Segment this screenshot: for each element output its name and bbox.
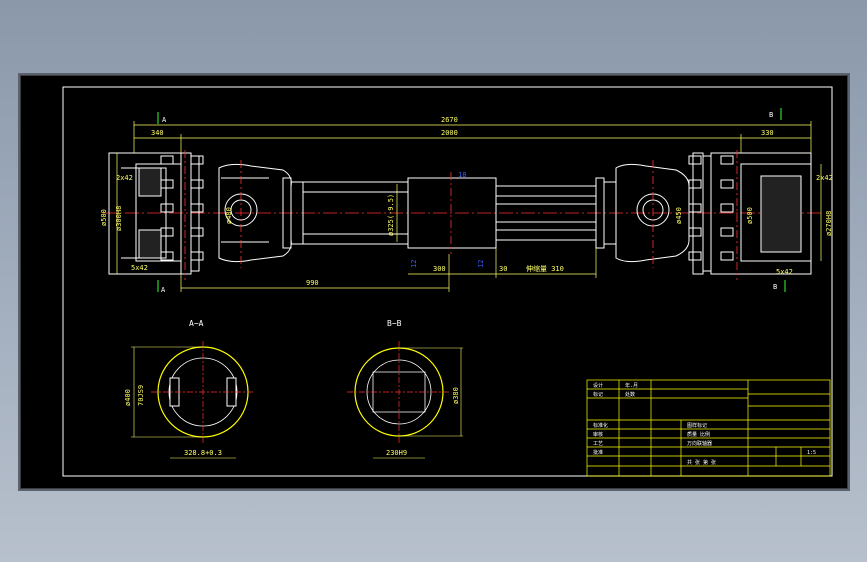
section-aa-width: 328.8+0.3 (184, 449, 222, 457)
centerlines (184, 150, 738, 280)
dim-left-flange: 340 (151, 129, 164, 137)
cad-drawing: A A B B 2670 340 2000 330 990 300 30 伸缩量… (62, 86, 833, 477)
section-marks (157, 108, 786, 292)
dim-right-bore: ø270H8 (825, 211, 833, 236)
section-aa-dia: ø400 (124, 389, 132, 406)
dim-right-chamfer-bot: 5x42 (776, 268, 793, 276)
dim-middle: 2000 (441, 129, 458, 137)
section-bb-title: B−B (387, 319, 402, 328)
tb-approve: 批准 (593, 449, 603, 456)
section-bb-width: 230H9 (386, 449, 407, 457)
tb-scale: 1:5 (807, 450, 816, 456)
dim-left-d1: ø480 (225, 207, 233, 224)
dim-right-d1: ø450 (675, 207, 683, 224)
tb-drawing-mark: 图样标记 (687, 422, 707, 429)
section-b-bottom: B (773, 283, 777, 291)
dim-tube-len: 300 (433, 265, 446, 273)
dim-left-bore: ø300H8 (115, 206, 123, 231)
blue-note-2: 12 (410, 260, 418, 268)
dim-gap: 30 (499, 265, 507, 273)
dimension-lines (116, 121, 822, 292)
blue-note-3: 12 (477, 260, 485, 268)
left-bolts (160, 155, 204, 261)
dim-stroke: 伸缩量 310 (526, 264, 564, 273)
blue-note-1: 18 (458, 171, 466, 179)
title-block (586, 379, 831, 477)
drawing-sheet: A A B B 2670 340 2000 330 990 300 30 伸缩量… (20, 75, 848, 489)
tb-date: 年.月 (625, 382, 638, 389)
dim-left-chamfer-bot: 5x42 (131, 264, 148, 272)
tb-count: 处数 (625, 391, 635, 398)
dim-right-od: ø500 (746, 207, 754, 224)
dim-overall: 2670 (441, 116, 458, 124)
section-a-top: A (162, 116, 167, 124)
tb-review: 审核 (593, 431, 603, 438)
shaft-assembly (103, 152, 821, 275)
tb-part-name: 万向联轴器 (687, 440, 712, 447)
section-bb (347, 341, 463, 459)
dim-right-chamfer-top: 2x42 (816, 174, 833, 182)
section-aa-title: A−A (189, 319, 204, 328)
section-aa (131, 341, 255, 459)
tb-process: 工艺 (593, 441, 603, 447)
tb-sheets: 共 张 第 张 (687, 459, 716, 466)
tb-design: 设计 (593, 382, 603, 389)
section-bb-dia: ø380 (452, 387, 460, 404)
tb-standard: 标准化 (593, 422, 608, 429)
section-a-bottom: A (161, 286, 166, 294)
dim-right-flange: 330 (761, 129, 774, 137)
section-aa-key: 70JS9 (137, 385, 145, 406)
dim-tube-dia: ø325(-9.5) (387, 194, 395, 236)
section-b-top: B (769, 111, 773, 119)
tb-mass-scale: 质量 比例 (687, 431, 710, 438)
tb-mark: 标记 (593, 391, 603, 398)
dim-bottom-length: 990 (306, 279, 319, 287)
dim-left-chamfer-top: 2x42 (116, 174, 133, 182)
inner-frame (62, 86, 833, 477)
dim-left-od: ø500 (100, 209, 108, 226)
right-bolts (688, 155, 734, 261)
